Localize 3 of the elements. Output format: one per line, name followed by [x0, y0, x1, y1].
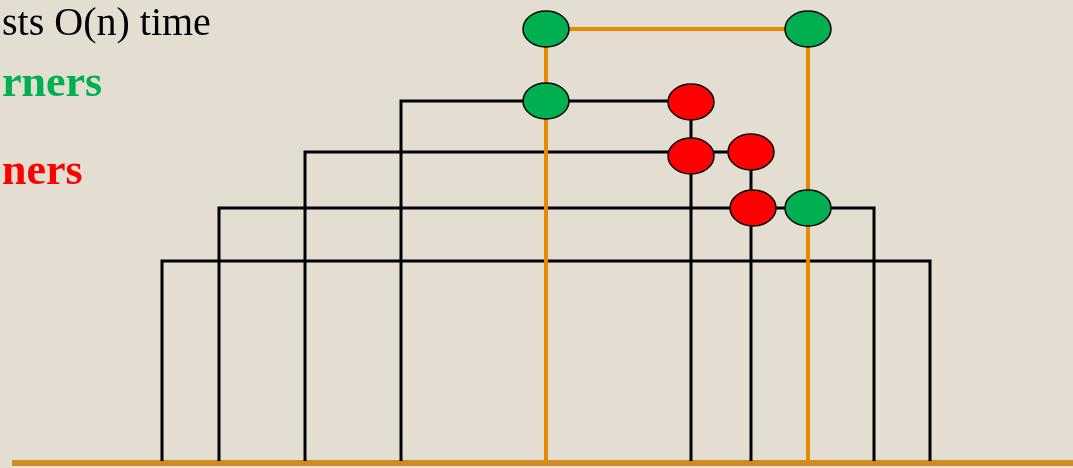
heading-text: sts O(n) time: [2, 2, 211, 42]
heading-text: rners: [2, 60, 103, 104]
heading-text: ners: [2, 148, 83, 192]
